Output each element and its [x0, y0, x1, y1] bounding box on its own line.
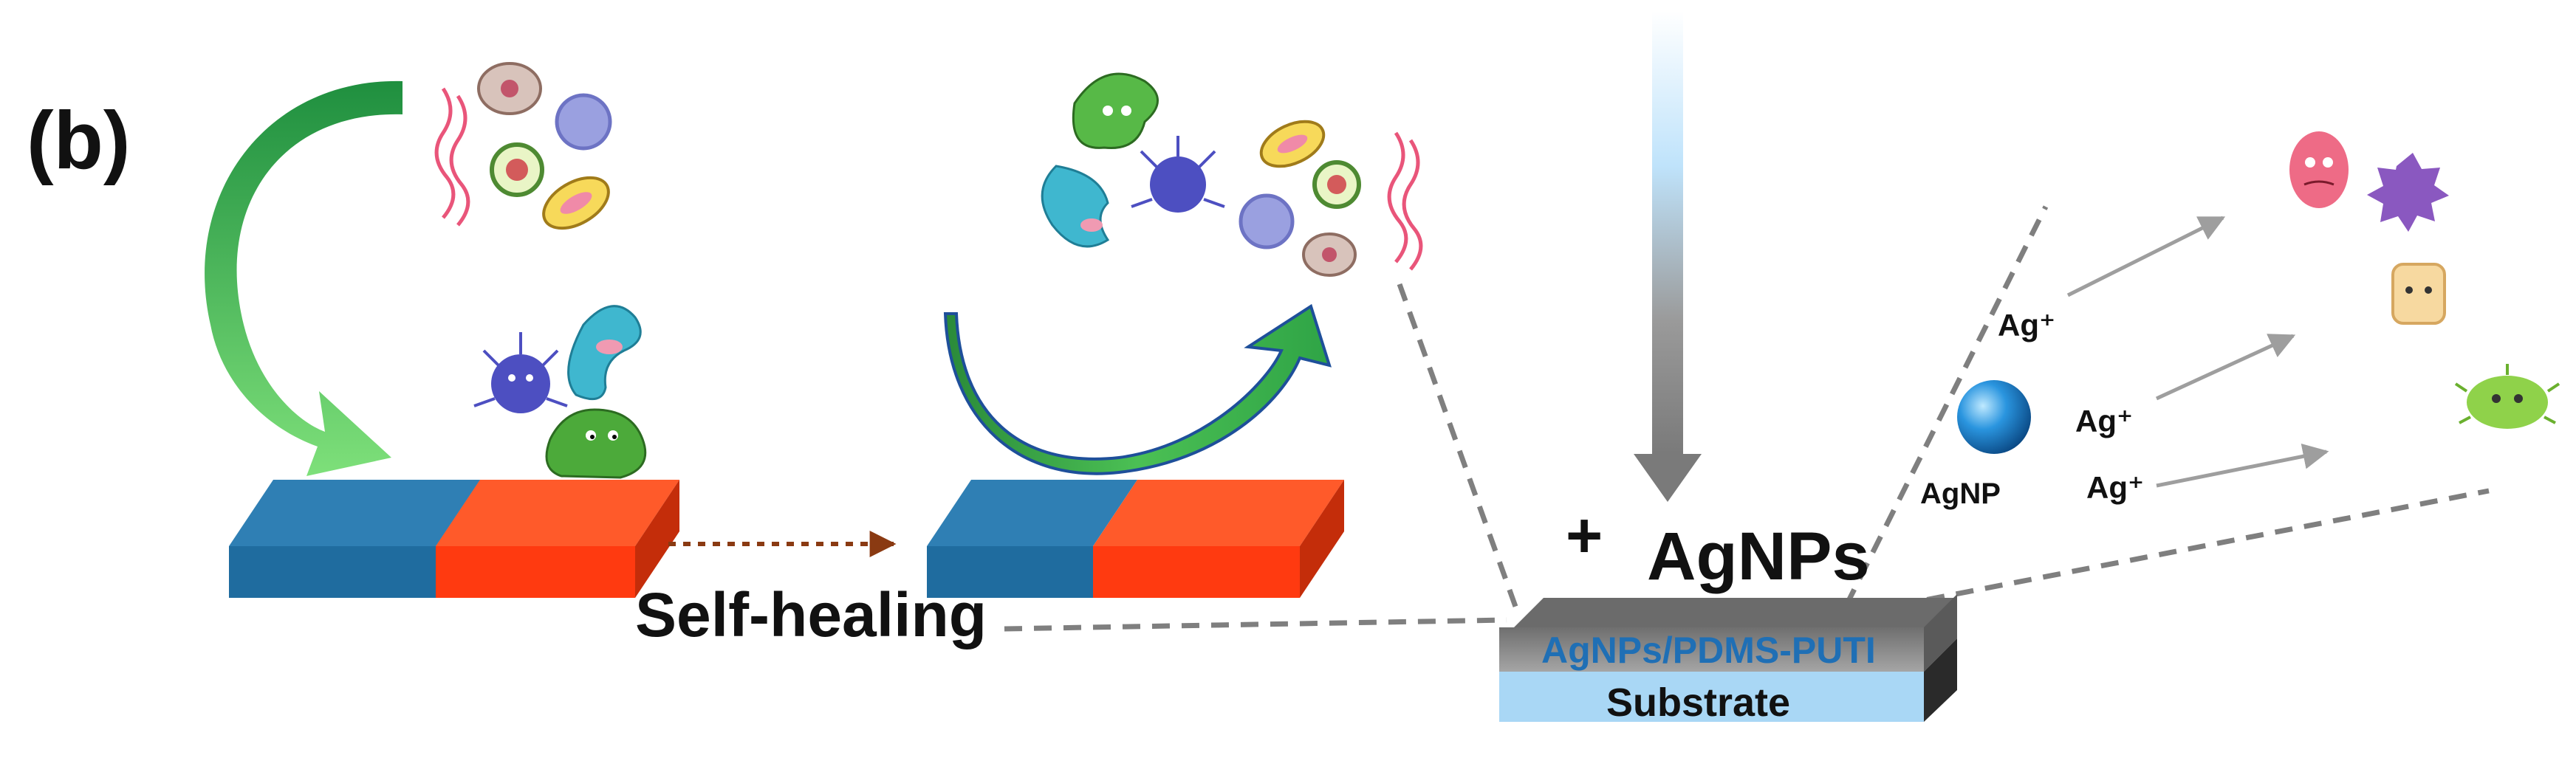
panel-label: (b) — [27, 95, 130, 186]
agnp-label: AgNP — [1920, 478, 2001, 510]
coating-layer — [1499, 627, 1924, 672]
agnp-sphere-icon — [1957, 380, 2031, 454]
bacteria-cluster-middle-icon — [1041, 72, 1423, 277]
ag-ion-label-3: Ag⁺ — [2086, 470, 2144, 505]
orange-block-right — [1093, 480, 1344, 598]
coating-layer-label: AgNPs/PDMS-PUTI — [1541, 630, 1876, 671]
blue-block-right — [927, 480, 1137, 598]
agnps-label: AgNPs — [1647, 519, 1870, 594]
plus-sign: + — [1566, 500, 1603, 571]
curved-arrow-down-icon — [205, 80, 402, 476]
bacteria-cluster-top-left-icon — [434, 62, 612, 230]
orange-block-left — [436, 480, 679, 598]
ion-release-arrows — [2066, 216, 2329, 488]
curved-arrow-up-icon — [943, 303, 1332, 475]
ag-ion-label-2: Ag⁺ — [2075, 404, 2133, 438]
light-beam-arrow-icon — [1634, 11, 1702, 502]
coated-substrate — [1499, 594, 1957, 722]
substrate-layer — [1499, 672, 1924, 722]
dead-bacteria-icons — [2289, 131, 2560, 429]
bacteria-on-block-icon — [473, 305, 647, 479]
substrate-label: Substrate — [1606, 681, 1790, 725]
ag-ion-label-1: Ag⁺ — [1998, 308, 2055, 342]
dashed-connectors — [1004, 205, 2490, 632]
